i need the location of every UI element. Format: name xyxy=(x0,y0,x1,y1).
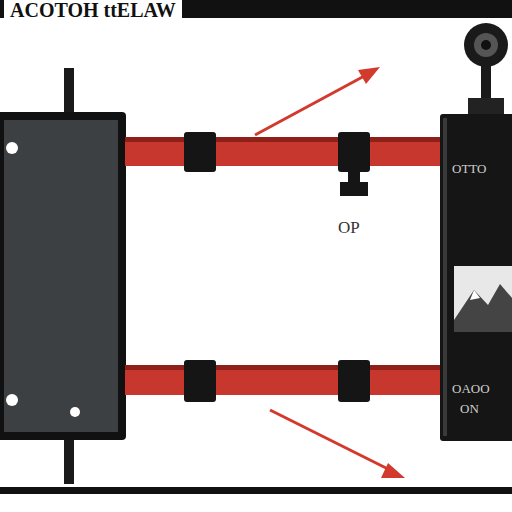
clamp xyxy=(338,132,370,172)
top-rail xyxy=(125,137,443,166)
screw-dot xyxy=(70,407,80,417)
device-label: OTTO xyxy=(452,162,486,176)
mountain-picture xyxy=(454,284,512,332)
knob xyxy=(464,23,508,67)
arrow-head xyxy=(358,67,380,84)
title-text: ACOTOH ttELAW xyxy=(4,0,182,20)
clamp xyxy=(184,132,216,172)
clamp xyxy=(338,360,370,402)
bottom-stub xyxy=(64,438,74,484)
left-housing xyxy=(0,112,126,440)
arrow-head xyxy=(381,463,405,478)
screen xyxy=(454,266,512,332)
knob-center xyxy=(474,33,498,57)
device-label: ON xyxy=(460,402,479,416)
housing-edge xyxy=(443,118,447,436)
arrow-line xyxy=(270,410,392,471)
knob-post xyxy=(481,66,491,102)
knob-dot xyxy=(481,40,491,50)
clamp xyxy=(184,360,216,402)
bottom-rail xyxy=(125,365,443,395)
left-panel xyxy=(4,120,118,432)
device-box: OTTO OAOO ON xyxy=(446,118,510,436)
rail-edge xyxy=(125,365,443,370)
arrow-line xyxy=(255,74,368,135)
screw-dot xyxy=(6,142,18,154)
right-housing xyxy=(440,114,512,441)
clamp-foot xyxy=(340,182,368,196)
rail-edge xyxy=(125,137,443,142)
mountain-snow xyxy=(470,290,480,300)
device-label: OAOO xyxy=(452,382,490,396)
clamp-stem xyxy=(348,172,360,182)
mount xyxy=(468,98,504,116)
screw-dot xyxy=(6,394,18,406)
bottom-band xyxy=(0,487,512,494)
top-stub xyxy=(64,68,74,114)
part-label: OP xyxy=(338,219,360,237)
